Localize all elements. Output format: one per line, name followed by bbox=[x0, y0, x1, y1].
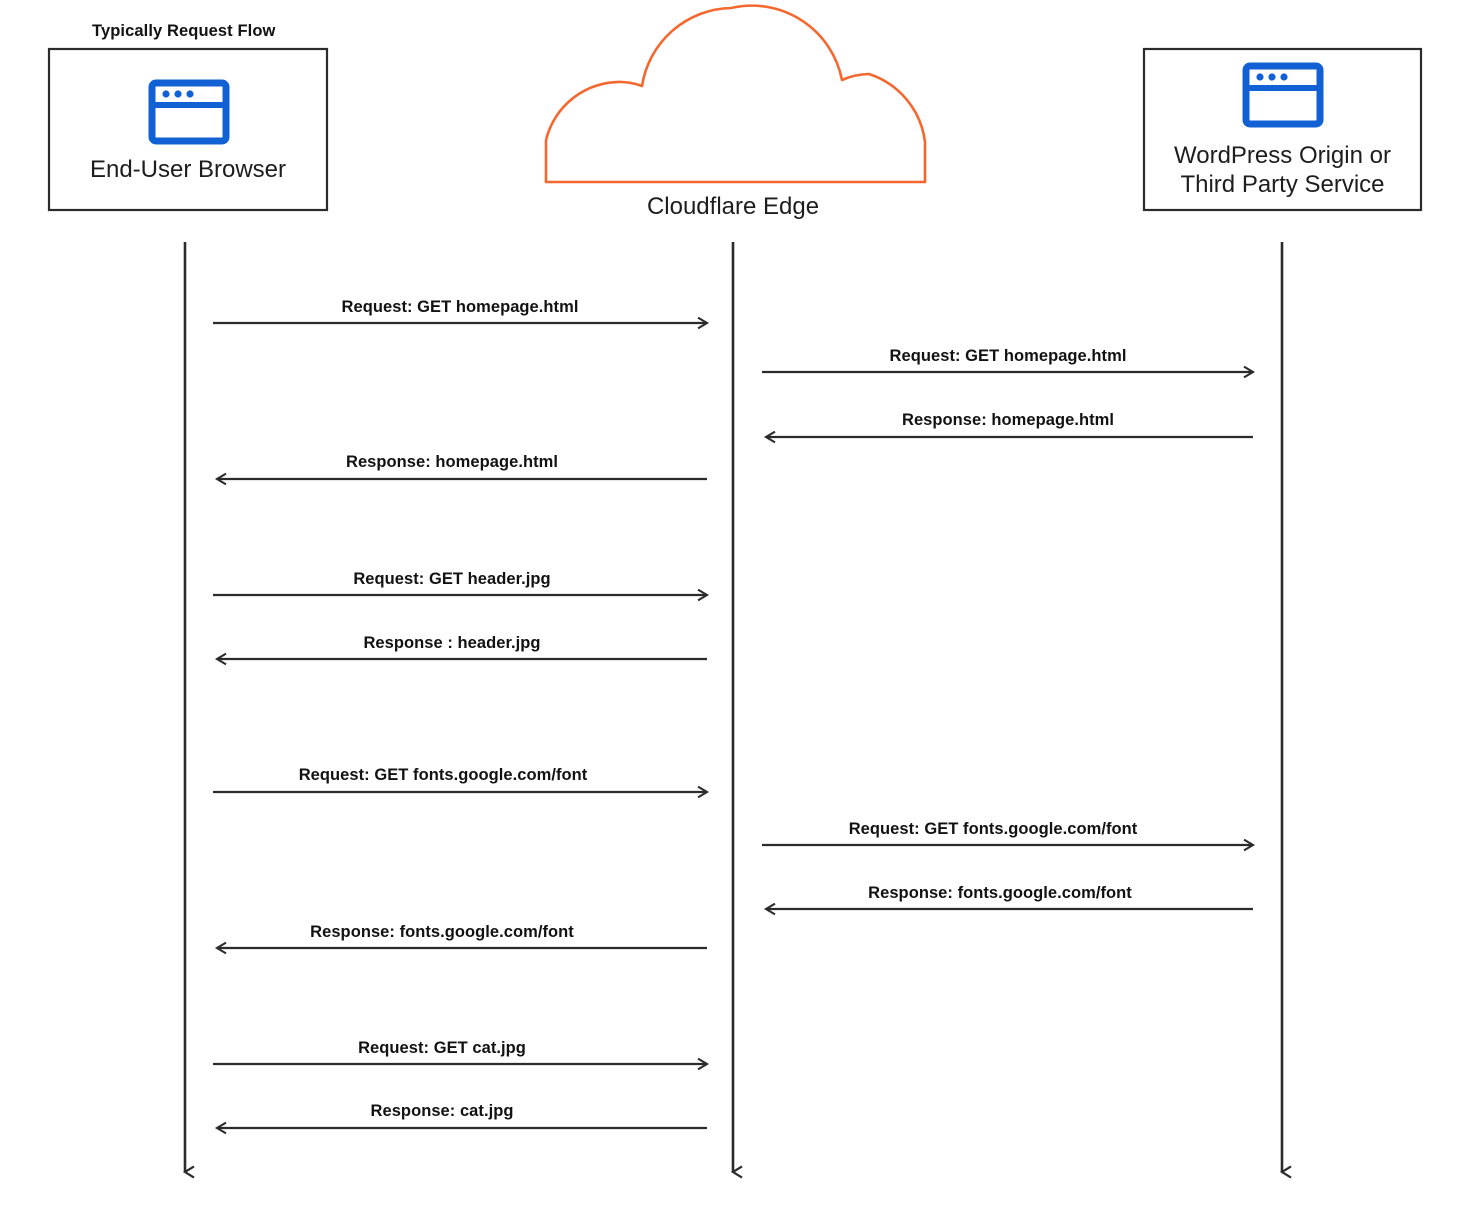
participant-label-origin-line2: Third Party Service bbox=[1180, 171, 1385, 198]
flow-title: Typically Request Flow bbox=[92, 22, 276, 40]
message-label-4: Response: homepage.html bbox=[345, 453, 559, 471]
message-label-7: Request: GET fonts.google.com/font bbox=[298, 766, 588, 784]
message-label-2: Request: GET homepage.html bbox=[889, 347, 1127, 365]
cloud-icon bbox=[544, 4, 927, 184]
browser-window-icon-origin bbox=[1242, 62, 1324, 128]
message-label-6: Response : header.jpg bbox=[363, 634, 541, 652]
participant-label-origin-line1: WordPress Origin or bbox=[1174, 142, 1391, 169]
message-label-1: Request: GET homepage.html bbox=[341, 298, 579, 316]
participant-label-browser: End-User Browser bbox=[89, 156, 287, 183]
participant-label-edge: Cloudflare Edge bbox=[646, 193, 820, 220]
message-label-8: Request: GET fonts.google.com/font bbox=[848, 820, 1138, 838]
participant-box-browser bbox=[47, 47, 329, 212]
message-label-9: Response: fonts.google.com/font bbox=[868, 884, 1132, 902]
message-label-11: Request: GET cat.jpg bbox=[358, 1039, 526, 1057]
message-label-10: Response: fonts.google.com/font bbox=[310, 923, 574, 941]
browser-window-icon bbox=[148, 79, 230, 145]
message-label-12: Response: cat.jpg bbox=[370, 1102, 514, 1120]
message-label-3: Response: homepage.html bbox=[901, 411, 1115, 429]
message-label-5: Request: GET header.jpg bbox=[353, 570, 551, 588]
